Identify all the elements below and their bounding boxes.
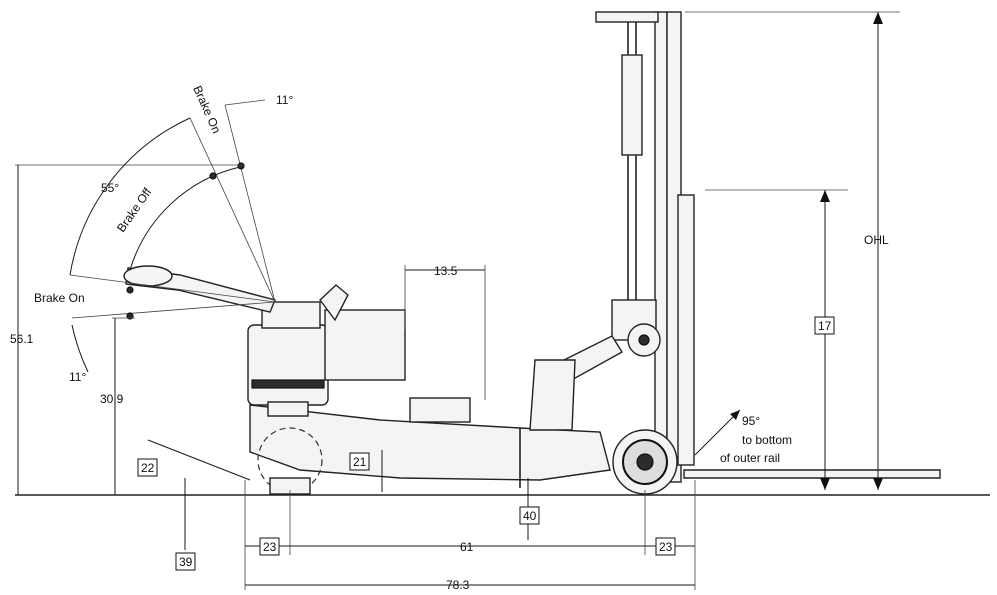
- load-wheel: [612, 429, 678, 495]
- brake-off-label: Brake Off: [114, 185, 155, 235]
- height-low-label: 30.9: [100, 392, 124, 406]
- ohl-label: OHL: [864, 233, 889, 247]
- svg-text:23: 23: [263, 540, 277, 554]
- to-bottom-label: to bottom: [742, 433, 792, 447]
- ref-box-22: 22: [137, 458, 158, 477]
- svg-text:39: 39: [179, 555, 193, 569]
- fork: [683, 469, 941, 479]
- tiller-arcs: [69, 99, 276, 373]
- outer-rail-label: of outer rail: [720, 451, 780, 465]
- height-handle-label: 56.1: [10, 332, 34, 346]
- svg-text:22: 22: [141, 461, 155, 475]
- angle-bottom-label: 11°: [69, 370, 86, 384]
- ref-box-23-right: 23: [655, 537, 676, 556]
- drive-unit: [247, 284, 406, 417]
- ref-box-17: 17: [814, 316, 835, 335]
- svg-text:40: 40: [523, 509, 537, 523]
- svg-text:17: 17: [818, 319, 832, 333]
- chassis: [249, 397, 611, 488]
- angle-55-label: 55°: [101, 181, 119, 195]
- dim-78-3-label: 78.3: [446, 578, 470, 592]
- mast: [595, 11, 695, 483]
- brake-on-left-label: Brake On: [34, 291, 85, 305]
- ref-box-21: 21: [349, 452, 370, 471]
- svg-text:21: 21: [353, 455, 367, 469]
- svg-text:23: 23: [659, 540, 673, 554]
- ref-box-23-left: 23: [259, 537, 280, 556]
- angle-95-label: 95°: [742, 414, 760, 428]
- dim-13-5-label: 13.5: [434, 264, 458, 278]
- ref-box-40: 40: [519, 506, 540, 525]
- angle-top-label: 11°: [276, 93, 293, 107]
- tiller-handle: [123, 265, 276, 313]
- tilt-cylinder: [529, 335, 623, 431]
- dim-61-label: 61: [460, 540, 474, 554]
- ref-box-39: 39: [175, 552, 196, 571]
- brake-on-top-label: Brake On: [190, 84, 223, 136]
